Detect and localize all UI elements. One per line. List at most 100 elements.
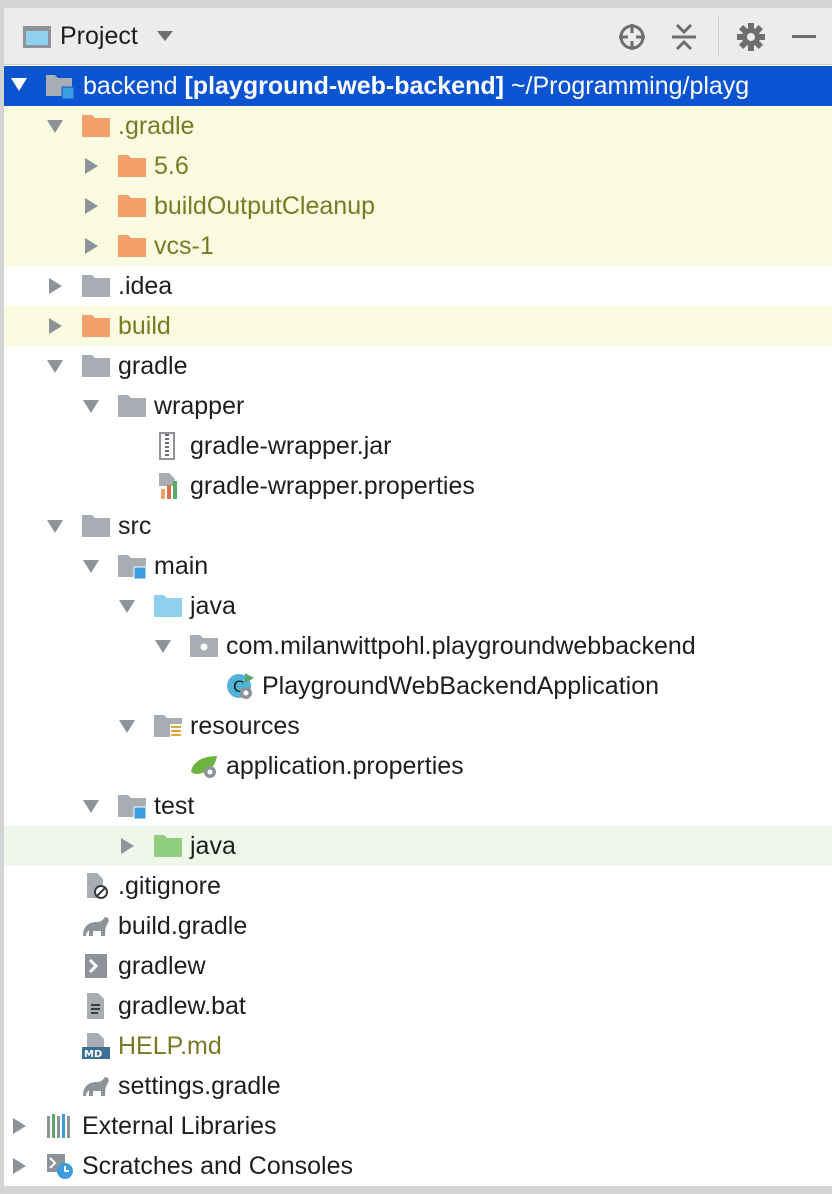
project-toolbar: Project — [4, 8, 832, 65]
tree-item-label: PlaygroundWebBackendApplication — [262, 672, 660, 700]
tree-item-test[interactable]: test — [4, 786, 832, 826]
tree-item-label: build.gradle — [118, 912, 248, 940]
folder-icon — [118, 395, 146, 417]
project-tree: backend [playground-web-backend] ~/Progr… — [4, 66, 832, 1186]
tree-item-label: build — [118, 312, 171, 340]
root-module-name: [playground-web-backend] — [184, 72, 504, 100]
collapsed-arrow-icon[interactable] — [83, 198, 99, 214]
tree-item-external-libraries[interactable]: External Libraries — [4, 1106, 832, 1146]
tree-item-label: src — [118, 512, 152, 540]
text-file-icon — [87, 993, 104, 1019]
collapse-all-icon[interactable] — [668, 21, 700, 53]
tree-item-gradle-dir[interactable]: gradle — [4, 346, 832, 386]
tree-item-label: application.properties — [226, 752, 464, 780]
scratches-icon — [47, 1154, 73, 1179]
expanded-arrow-icon[interactable] — [83, 398, 99, 414]
tree-item-vcs-1[interactable]: vcs-1 — [4, 226, 832, 266]
spring-boot-class-icon: C — [227, 673, 254, 699]
tree-item-gradle-wrapper-jar[interactable]: gradle-wrapper.jar — [4, 426, 832, 466]
package-icon — [190, 635, 218, 657]
markdown-file-icon: MD — [82, 1033, 110, 1060]
root-path: ~/Programming/playg — [510, 72, 750, 100]
expanded-arrow-icon[interactable] — [47, 358, 63, 374]
chevron-down-icon[interactable] — [156, 30, 174, 42]
expanded-arrow-icon[interactable] — [119, 598, 135, 614]
tree-item-settings-gradle[interactable]: settings.gradle — [4, 1066, 832, 1106]
tree-item-main-java[interactable]: java — [4, 586, 832, 626]
bottom-border — [0, 1186, 832, 1194]
collapsed-arrow-icon[interactable] — [11, 1118, 27, 1134]
tree-item-gradle-cache[interactable]: .gradle — [4, 106, 832, 146]
tree-item-package[interactable]: com.milanwittpohl.playgroundwebbackend — [4, 626, 832, 666]
collapsed-arrow-icon[interactable] — [119, 838, 135, 854]
tree-item-wrapper[interactable]: wrapper — [4, 386, 832, 426]
tree-item-idea[interactable]: .idea — [4, 266, 832, 306]
tree-item-build-output-cleanup[interactable]: buildOutputCleanup — [4, 186, 832, 226]
tree-item-label: com.milanwittpohl.playgroundwebbackend — [226, 632, 696, 660]
tree-item-build-gradle[interactable]: build.gradle — [4, 906, 832, 946]
minimize-icon[interactable] — [788, 21, 820, 53]
tree-item-gradlew[interactable]: gradlew — [4, 946, 832, 986]
expanded-arrow-icon[interactable] — [47, 518, 63, 534]
folder-icon — [82, 275, 110, 297]
collapsed-arrow-icon[interactable] — [11, 1158, 27, 1174]
folder-icon — [82, 515, 110, 537]
collapsed-arrow-icon[interactable] — [83, 158, 99, 174]
expanded-arrow-icon[interactable] — [83, 798, 99, 814]
tree-item-main[interactable]: main — [4, 546, 832, 586]
collapsed-arrow-icon[interactable] — [47, 278, 63, 294]
tree-item-scratches-and-consoles[interactable]: Scratches and Consoles — [4, 1146, 832, 1186]
tree-item-label: .idea — [118, 272, 173, 300]
gear-icon[interactable] — [735, 21, 767, 53]
root-name: backend — [83, 72, 178, 100]
tree-item-label: vcs-1 — [154, 232, 214, 260]
tree-item-label: gradle — [118, 352, 188, 380]
source-folder-icon — [154, 595, 182, 617]
expanded-arrow-icon[interactable] — [47, 118, 63, 134]
excluded-folder-icon — [118, 195, 146, 217]
tree-item-label: test — [154, 792, 195, 820]
tree-item-resources[interactable]: resources — [4, 706, 832, 746]
tree-item-label: External Libraries — [82, 1112, 277, 1140]
tree-item-test-java[interactable]: java — [4, 826, 832, 866]
expanded-arrow-icon[interactable] — [119, 718, 135, 734]
excluded-folder-icon — [118, 155, 146, 177]
tree-item-label: gradlew.bat — [118, 992, 246, 1020]
collapsed-arrow-icon[interactable] — [47, 318, 63, 334]
test-folder-icon — [154, 835, 182, 857]
shell-script-icon — [85, 954, 107, 978]
tree-item-build-dir[interactable]: build — [4, 306, 832, 346]
tree-item-label: resources — [190, 712, 300, 740]
tree-item-src[interactable]: src — [4, 506, 832, 546]
expanded-arrow-icon[interactable] — [11, 76, 27, 92]
toolbar-separator — [718, 16, 719, 56]
properties-file-icon — [159, 473, 177, 499]
gradle-icon — [83, 917, 109, 936]
locate-icon[interactable] — [616, 21, 648, 53]
expanded-arrow-icon[interactable] — [155, 638, 171, 654]
expanded-arrow-icon[interactable] — [83, 558, 99, 574]
excluded-folder-icon — [82, 315, 110, 337]
tree-item-application-properties[interactable]: application.properties — [4, 746, 832, 786]
tree-item-gradlew-bat[interactable]: gradlew.bat — [4, 986, 832, 1026]
tree-item-gradle-wrapper-properties[interactable]: gradle-wrapper.properties — [4, 466, 832, 506]
tree-item-5-6[interactable]: 5.6 — [4, 146, 832, 186]
project-view-selector[interactable]: Project — [60, 22, 138, 50]
tree-root-backend[interactable]: backend [playground-web-backend] ~/Progr… — [4, 66, 832, 106]
tree-item-application-class[interactable]: C PlaygroundWebBackendApplication — [4, 666, 832, 706]
svg-text:MD: MD — [84, 1049, 102, 1060]
tree-item-label: buildOutputCleanup — [154, 192, 375, 220]
tree-item-label: wrapper — [154, 392, 245, 420]
tree-item-label: main — [154, 552, 209, 580]
tree-item-label: gradle-wrapper.properties — [190, 472, 475, 500]
tree-item-gitignore[interactable]: .gitignore — [4, 866, 832, 906]
module-folder-icon — [118, 795, 147, 820]
svg-text:C: C — [233, 677, 244, 696]
collapsed-arrow-icon[interactable] — [83, 238, 99, 254]
tree-item-label: settings.gradle — [118, 1072, 281, 1100]
excluded-folder-icon — [118, 235, 146, 257]
tree-item-help-md[interactable]: MD HELP.md — [4, 1026, 832, 1066]
libraries-icon — [47, 1114, 70, 1138]
excluded-folder-icon — [82, 115, 110, 137]
module-folder-icon — [118, 555, 147, 580]
